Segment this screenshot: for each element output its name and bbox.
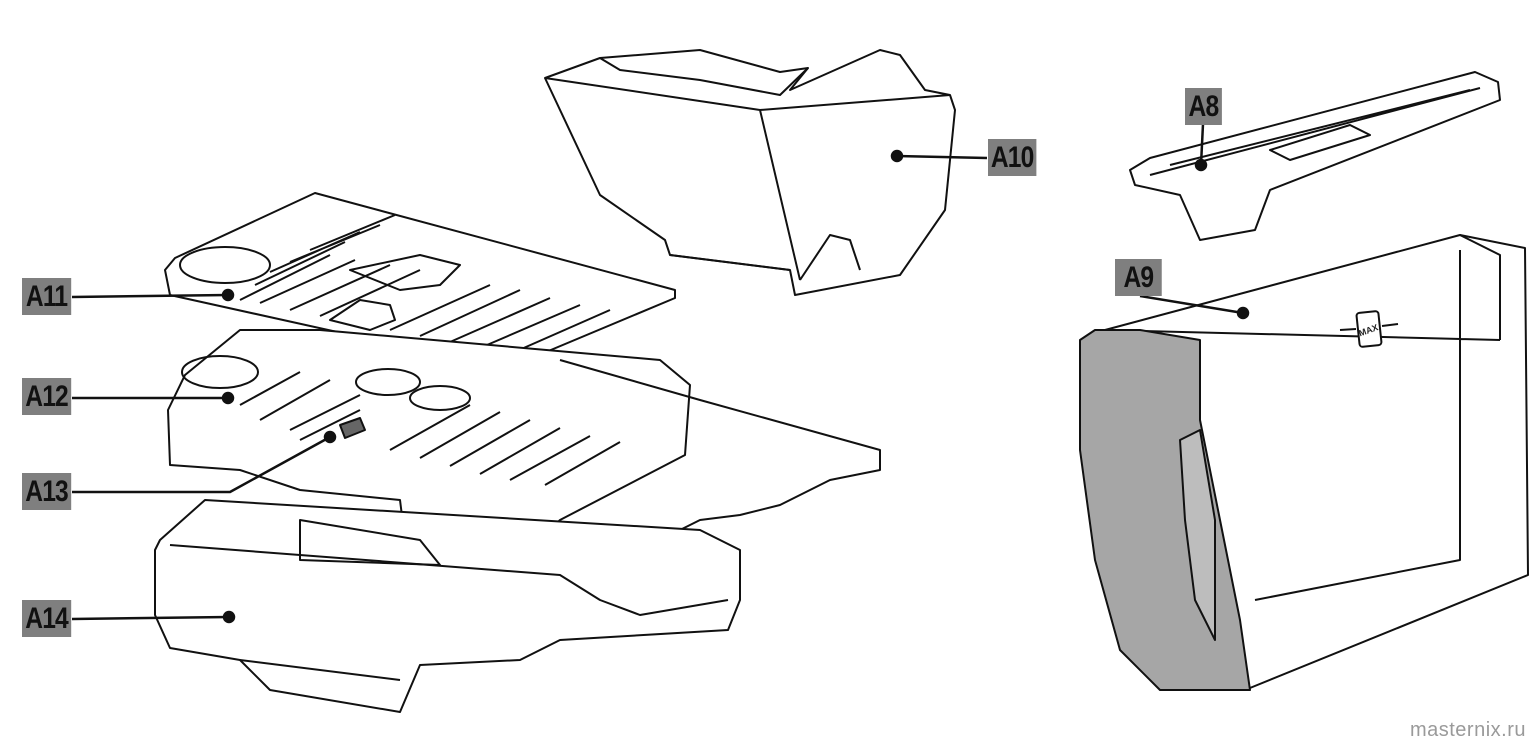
part-a14-drip-tray: [154, 499, 741, 713]
label-a13: A13: [22, 473, 72, 510]
label-a9: A9: [1115, 259, 1162, 296]
watermark: masternix.ru: [1409, 719, 1526, 741]
label-a12: A12: [22, 378, 72, 415]
part-a10-container: [544, 49, 956, 296]
label-a14: A14: [22, 600, 72, 637]
part-a9-water-tank: MAX: [1079, 234, 1529, 691]
label-a8: A8: [1185, 88, 1222, 125]
part-a11-drip-grid: [164, 192, 676, 369]
leader-lines: [71, 123, 1250, 624]
label-a10: A10: [988, 139, 1037, 176]
label-a11: A11: [22, 278, 72, 315]
